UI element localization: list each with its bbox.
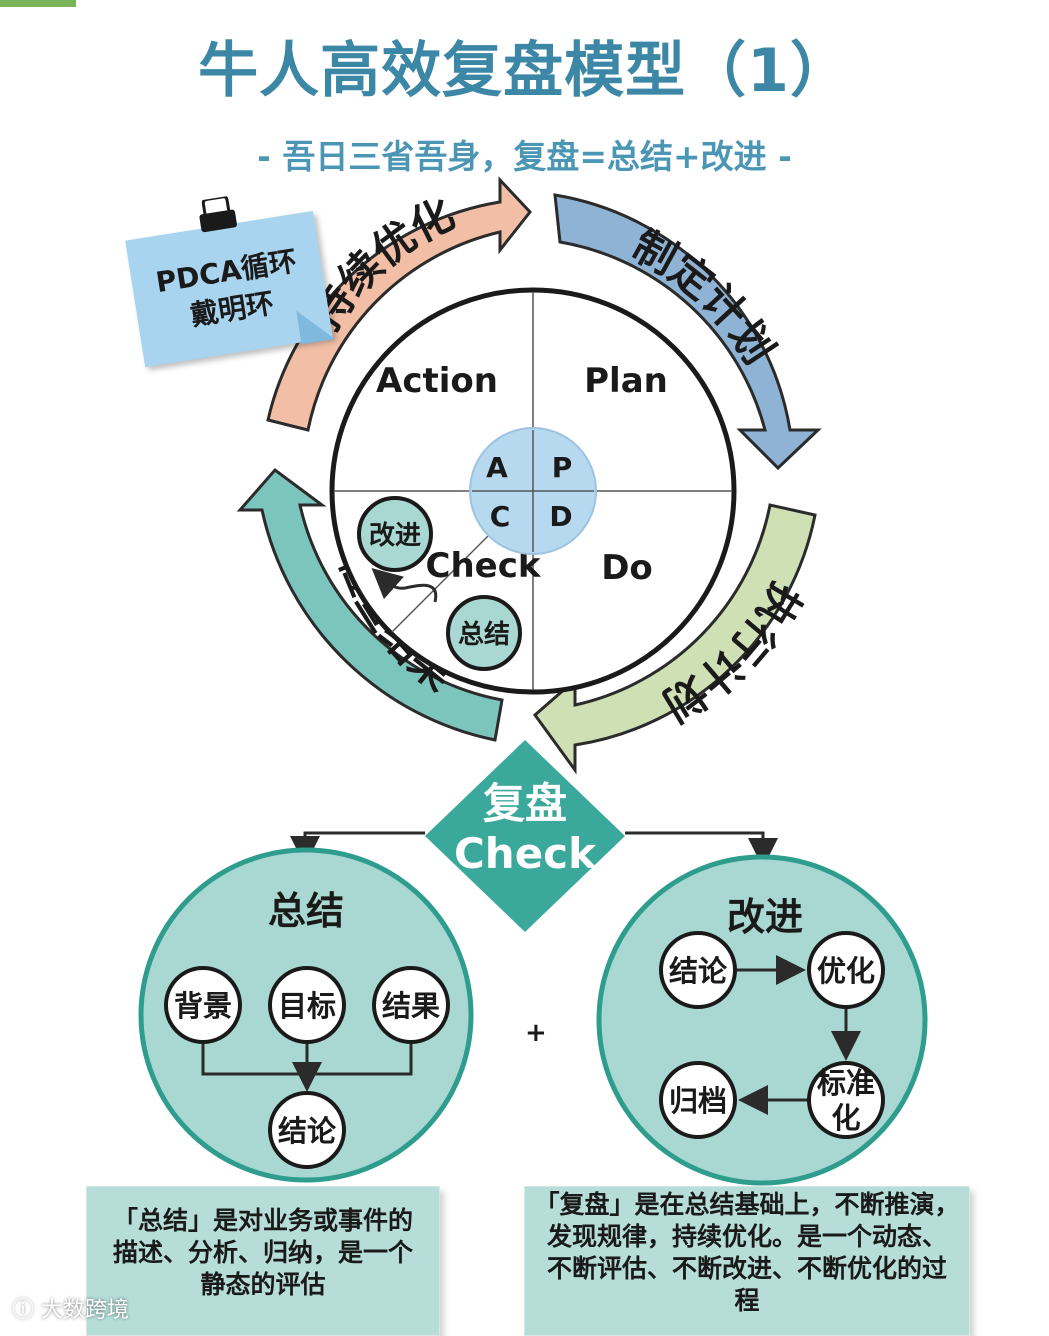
hub-c: C (490, 500, 511, 533)
pdca-sticky-note: PDCA循环 戴明环 (125, 195, 336, 368)
summary-description-box: 「总结」是对业务或事件的 描述、分析、归纳，是一个 静态的评估 (86, 1186, 440, 1336)
summary-node-result-circle (372, 966, 450, 1044)
summary-desc-line-1: 「总结」是对业务或事件的 (112, 1206, 413, 1235)
hub-d: D (549, 500, 572, 533)
hub-p: P (552, 451, 573, 484)
hub-a: A (486, 451, 508, 484)
review-diamond (425, 740, 625, 932)
improve-node-standardize-circle (807, 1061, 885, 1139)
summary-node-background: 背景 (174, 989, 232, 1023)
improve-node-standardize-2: 化 (831, 1101, 860, 1135)
page-subtitle: - 吾日三省吾身，复盘=总结+改进 - (257, 137, 792, 176)
improve-heading: 改进 (727, 895, 803, 939)
plus-sign: + (525, 1018, 547, 1048)
corner-accent (0, 0, 76, 7)
note-folded-corner (296, 305, 336, 345)
improve-node-conclusion: 结论 (669, 954, 728, 988)
quadrant-plan: Plan (584, 361, 668, 401)
check-arc-arrow (236, 467, 504, 742)
improve-node-archive: 归档 (669, 1084, 727, 1118)
review-desc-line-2: 发现规律，持续优化。是一个动态、 (546, 1222, 947, 1251)
review-desc-line-3: 不断评估、不断改进、不断优化的过 (546, 1254, 947, 1283)
summary-desc-line-3: 静态的评估 (200, 1270, 326, 1299)
improve-node-optimize: 优化 (817, 954, 875, 988)
diamond-label-cn: 复盘 (483, 779, 567, 828)
diamond-label-en: Check (454, 829, 597, 878)
summary-node-conclusion: 结论 (278, 1114, 337, 1148)
summary-node-result: 结果 (382, 989, 440, 1023)
improve-node-conclusion-circle (659, 931, 737, 1009)
improve-node-standardize-1: 标准 (817, 1066, 875, 1100)
review-desc-line-4: 程 (734, 1286, 760, 1315)
summary-desc-line-2: 描述、分析、归纳，是一个 (112, 1238, 413, 1267)
binder-clip-icon (199, 195, 237, 233)
improve-node-label: 改进 (369, 520, 421, 551)
connector-right (625, 831, 778, 868)
watermark: ⓘ 大数跨境 (12, 1292, 129, 1324)
summary-node-goal-circle (268, 966, 346, 1044)
summary-node-background-circle (164, 966, 242, 1044)
summary-heading: 总结 (268, 889, 344, 933)
quadrant-do: Do (601, 548, 653, 588)
feedback-arrow (371, 568, 438, 603)
improve-node-archive-circle (659, 1061, 737, 1139)
improve-node-optimize-circle (807, 931, 885, 1009)
watermark-text: 大数跨境 (41, 1298, 130, 1323)
review-desc-line-1: 「复盘」是在总结基础上，不断推演， (534, 1190, 960, 1219)
do-arc-arrow (532, 503, 817, 775)
watermark-logo-icon: ⓘ (12, 1298, 35, 1323)
summary-node-goal: 目标 (278, 989, 336, 1023)
quadrant-action: Action (376, 361, 498, 401)
summary-node-label: 总结 (458, 620, 510, 650)
page-title: 牛人高效复盘模型（1） (198, 36, 851, 106)
summary-node-circle (446, 595, 522, 671)
review-description-box: 「复盘」是在总结基础上，不断推演， 发现规律，持续优化。是一个动态、 不断评估、… (524, 1186, 970, 1336)
summary-node-conclusion-circle (268, 1091, 346, 1169)
plan-arc-arrow (553, 193, 822, 471)
